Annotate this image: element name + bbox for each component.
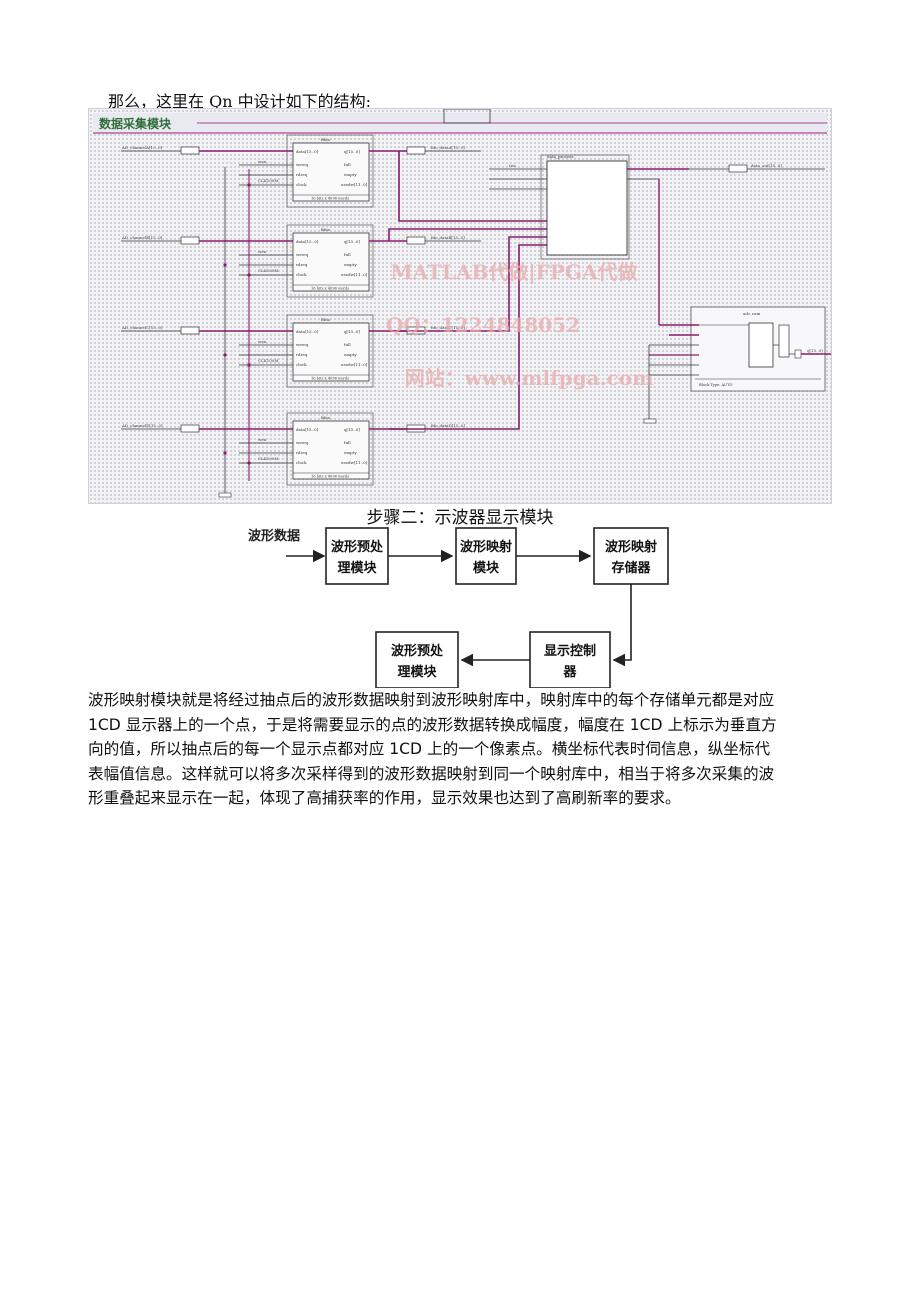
svg-text:empty: empty [344,172,357,177]
svg-text:data[15..0]: data[15..0] [296,329,319,334]
paragraph-line: 形重叠起来显示在一起，体现了高捕获率的作用，显示效果也达到了高刷新率的要求。 [88,789,681,808]
svg-text:empty: empty [344,262,357,267]
svg-text:存储器: 存储器 [611,560,651,576]
svg-text:显示控制: 显示控制 [544,643,596,659]
svg-text:器: 器 [562,665,577,680]
svg-text:模块: 模块 [473,560,500,576]
svg-text:q[15..0]: q[15..0] [807,348,823,353]
svg-text:wen: wen [258,249,267,254]
svg-text:rdreq: rdreq [296,352,308,357]
flow-arrow [612,584,632,667]
paragraph-line: 1CD 显示器上的一个点，于是将需要显示的点的波形数据转换成幅度，幅度在 1CD… [88,715,777,734]
svg-text:usedw[11..0]: usedw[11..0] [341,460,368,465]
svg-text:empty: empty [344,352,357,357]
svg-text:usedw[11..0]: usedw[11..0] [341,182,368,187]
flow-input-label: 波形数据 [248,528,300,544]
svg-text:CLK100M: CLK100M [258,268,278,273]
svg-text:data[15..0]: data[15..0] [296,427,319,432]
svg-text:empty: empty [344,450,357,455]
svg-text:data[15..0]: data[15..0] [296,149,319,154]
svg-text:Block Type: AUTO: Block Type: AUTO [699,383,733,387]
flow-box-memory: 波形映射 存储器 [593,527,669,585]
fifo-block-a: AD_channelA[15..0] wen CLK100M fifoa dat… [121,134,481,208]
svg-text:full: full [344,440,351,445]
svg-text:ren: ren [509,163,516,168]
section-title: 数据采集模块 [99,116,172,131]
paragraph-line: 波形映射模块就是将经过抽点后的波形数据映射到波形映射库中，映射库中的每个存储单元… [88,691,775,709]
svg-text:16 bits x 4096 words: 16 bits x 4096 words [311,475,349,479]
body-paragraph: 波形映射模块就是将经过抽点后的波形数据映射到波形映射库中，映射库中的每个存储单元… [88,688,840,811]
svg-text:fifoa: fifoa [321,137,331,142]
svg-text:clock: clock [296,272,307,277]
input-pin-label: AD_channelB[15..0] [121,235,163,240]
svg-text:fifoa: fifoa [321,317,331,322]
svg-text:clock: clock [296,460,307,465]
svg-text:clock: clock [296,182,307,187]
svg-text:full: full [344,342,351,347]
schematic-diagram: 数据采集模块 AD_channelA[15..0] wen CLK100M fi… [88,108,832,504]
svg-text:网站：www.mlfpga.com: 网站：www.mlfpga.com [405,366,654,390]
svg-text:data_process: data_process [547,154,574,159]
fifo-block-d: AD_channelD[15..0] wen CLK100M fifoa dat… [121,412,481,486]
flow-box-display-controller: 显示控制 器 [529,631,611,688]
svg-text:wen: wen [258,339,267,344]
step-title: 步骤二：示波器显示模块 [366,508,554,528]
svg-text:波形预处: 波形预处 [331,539,384,555]
fifo-block-b: AD_channelB[15..0] wen CLK100M fifoa dat… [121,224,481,298]
svg-text:rdreq: rdreq [296,262,308,267]
svg-text:16 bits x 4096 words: 16 bits x 4096 words [311,197,349,201]
svg-text:q[15..0]: q[15..0] [344,329,360,334]
svg-text:rdreq: rdreq [296,450,308,455]
svg-text:CLK100M: CLK100M [258,456,278,461]
svg-text:QQ：1224848052: QQ：1224848052 [386,313,580,337]
svg-text:fifo_dataC[15..0]: fifo_dataC[15..0] [431,325,465,330]
svg-text:fifoa: fifoa [321,227,331,232]
svg-text:full: full [344,162,351,167]
svg-text:full: full [344,252,351,257]
svg-text:wrreq: wrreq [296,162,309,167]
flow-diagram: 波形数据 波形预处 理模块 波形映射 模块 波形映射 存储器 显示控制 器 波形… [248,527,669,688]
svg-text:wen: wen [258,437,267,442]
flow-box-mapping: 波形映射 模块 [455,527,517,585]
flow-box-output: 波形预处 理模块 [375,631,459,688]
svg-text:fifo_dataD[15..0]: fifo_dataD[15..0] [431,423,465,428]
svg-text:理模块: 理模块 [337,560,377,576]
input-pin-label: AD_channelD[15..0] [121,423,163,428]
svg-text:wrreq: wrreq [296,342,309,347]
svg-text:data[15..0]: data[15..0] [296,239,319,244]
svg-text:CLK100M: CLK100M [258,178,278,183]
watermark: MATLAB代做|FPGA代做 QQ：1224848052 网站：www.mlf… [386,260,653,390]
svg-text:16 bits x 4096 words: 16 bits x 4096 words [311,287,349,291]
svg-text:波形预处: 波形预处 [391,643,444,659]
svg-text:q[15..0]: q[15..0] [344,239,360,244]
svg-text:波形映射: 波形映射 [460,539,512,555]
svg-text:q[15..0]: q[15..0] [344,427,360,432]
svg-text:usedw[11..0]: usedw[11..0] [341,362,368,367]
svg-text:波形映射: 波形映射 [605,539,657,555]
adc-ram-block: adc_ram q[15..0] Block Type: AUTO [643,306,831,424]
intro-text: 那么，这里在 Qn 中设计如下的结构: [108,92,371,111]
data-process-block: data_process data_out[15..0] [540,154,825,325]
svg-text:clock: clock [296,362,307,367]
svg-text:usedw[11..0]: usedw[11..0] [341,272,368,277]
svg-text:data_out[15..0]: data_out[15..0] [751,163,782,168]
svg-text:q[15..0]: q[15..0] [344,149,360,154]
paragraph-line: 表幅值信息。这样就可以将多次采样得到的波形数据映射到同一个映射库中，相当于将多次… [88,764,775,783]
svg-text:16 bits x 4096 words: 16 bits x 4096 words [311,377,349,381]
svg-text:fifo_dataA[15..0]: fifo_dataA[15..0] [431,145,465,150]
svg-text:CLK100M: CLK100M [258,358,278,363]
svg-text:wen: wen [258,159,267,164]
svg-text:wrreq: wrreq [296,252,309,257]
input-pin-label: AD_channelA[15..0] [121,145,163,150]
svg-text:fifo_dataB[15..0]: fifo_dataB[15..0] [431,235,465,240]
svg-text:rdreq: rdreq [296,172,308,177]
svg-text:MATLAB代做|FPGA代做: MATLAB代做|FPGA代做 [390,260,638,284]
paragraph-line: 向的值，所以抽点后的每一个显示点都对应 1CD 上的一个像素点。横坐标代表时伺信… [88,740,771,759]
svg-text:理模块: 理模块 [397,664,437,680]
svg-text:adc_ram: adc_ram [743,311,760,316]
flow-box-preprocess: 波形预处 理模块 [325,527,389,585]
input-pin-label: AD_channelC[15..0] [121,325,163,330]
svg-text:wrreq: wrreq [296,440,309,445]
svg-text:fifoa: fifoa [321,415,331,420]
